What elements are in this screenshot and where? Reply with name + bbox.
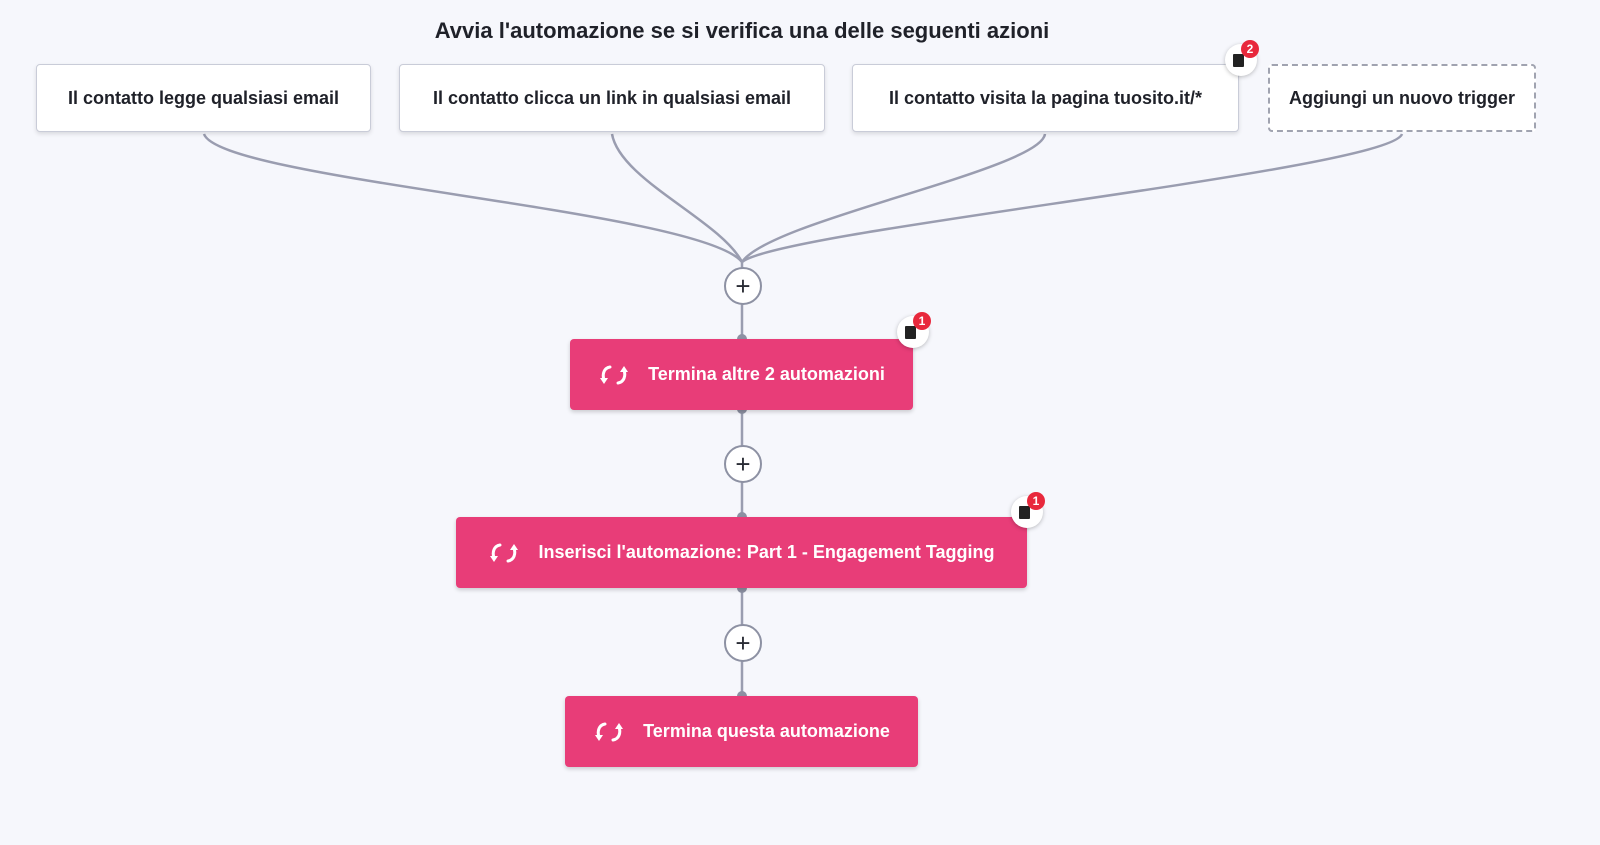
add-trigger-button[interactable]: Aggiungi un nuovo trigger <box>1268 64 1536 132</box>
action-label: Termina questa automazione <box>643 721 890 741</box>
automation-icon <box>490 543 519 562</box>
trigger-label: Il contatto legge qualsiasi email <box>67 87 340 108</box>
add-step-button[interactable]: + <box>724 445 762 483</box>
action-end-other-automations[interactable]: Termina altre 2 automazioni <box>570 339 913 410</box>
badge-count: 1 <box>1027 492 1045 510</box>
automation-icon <box>595 722 624 741</box>
action-end-this-automation[interactable]: Termina questa automazione <box>565 696 918 767</box>
add-step-button[interactable]: + <box>724 267 762 305</box>
notes-badge[interactable]: 2 <box>1225 40 1259 76</box>
trigger-click-link[interactable]: Il contatto clicca un link in qualsiasi … <box>399 64 825 132</box>
trigger-visit-page[interactable]: Il contatto visita la pagina tuosito.it/… <box>852 64 1239 132</box>
add-trigger-label: Aggiungi un nuovo trigger <box>1289 87 1515 108</box>
action-label: Inserisci l'automazione: Part 1 - Engage… <box>538 542 995 562</box>
automation-icon <box>600 365 629 384</box>
notes-badge[interactable]: 1 <box>897 312 931 348</box>
action-label: Termina altre 2 automazioni <box>648 364 885 384</box>
trigger-read-email[interactable]: Il contatto legge qualsiasi email <box>36 64 371 132</box>
badge-count: 1 <box>913 312 931 330</box>
trigger-label: Il contatto clicca un link in qualsiasi … <box>432 87 792 108</box>
badge-count: 2 <box>1241 40 1259 58</box>
action-enter-automation[interactable]: Inserisci l'automazione: Part 1 - Engage… <box>456 517 1027 588</box>
notes-badge[interactable]: 1 <box>1011 492 1045 528</box>
note-icon <box>1233 54 1244 67</box>
add-step-button[interactable]: + <box>724 624 762 662</box>
note-icon <box>905 326 916 339</box>
page-title: Avvia l'automazione se si verifica una d… <box>434 18 1050 43</box>
note-icon <box>1019 506 1030 519</box>
trigger-label: Il contatto visita la pagina tuosito.it/… <box>888 87 1203 108</box>
